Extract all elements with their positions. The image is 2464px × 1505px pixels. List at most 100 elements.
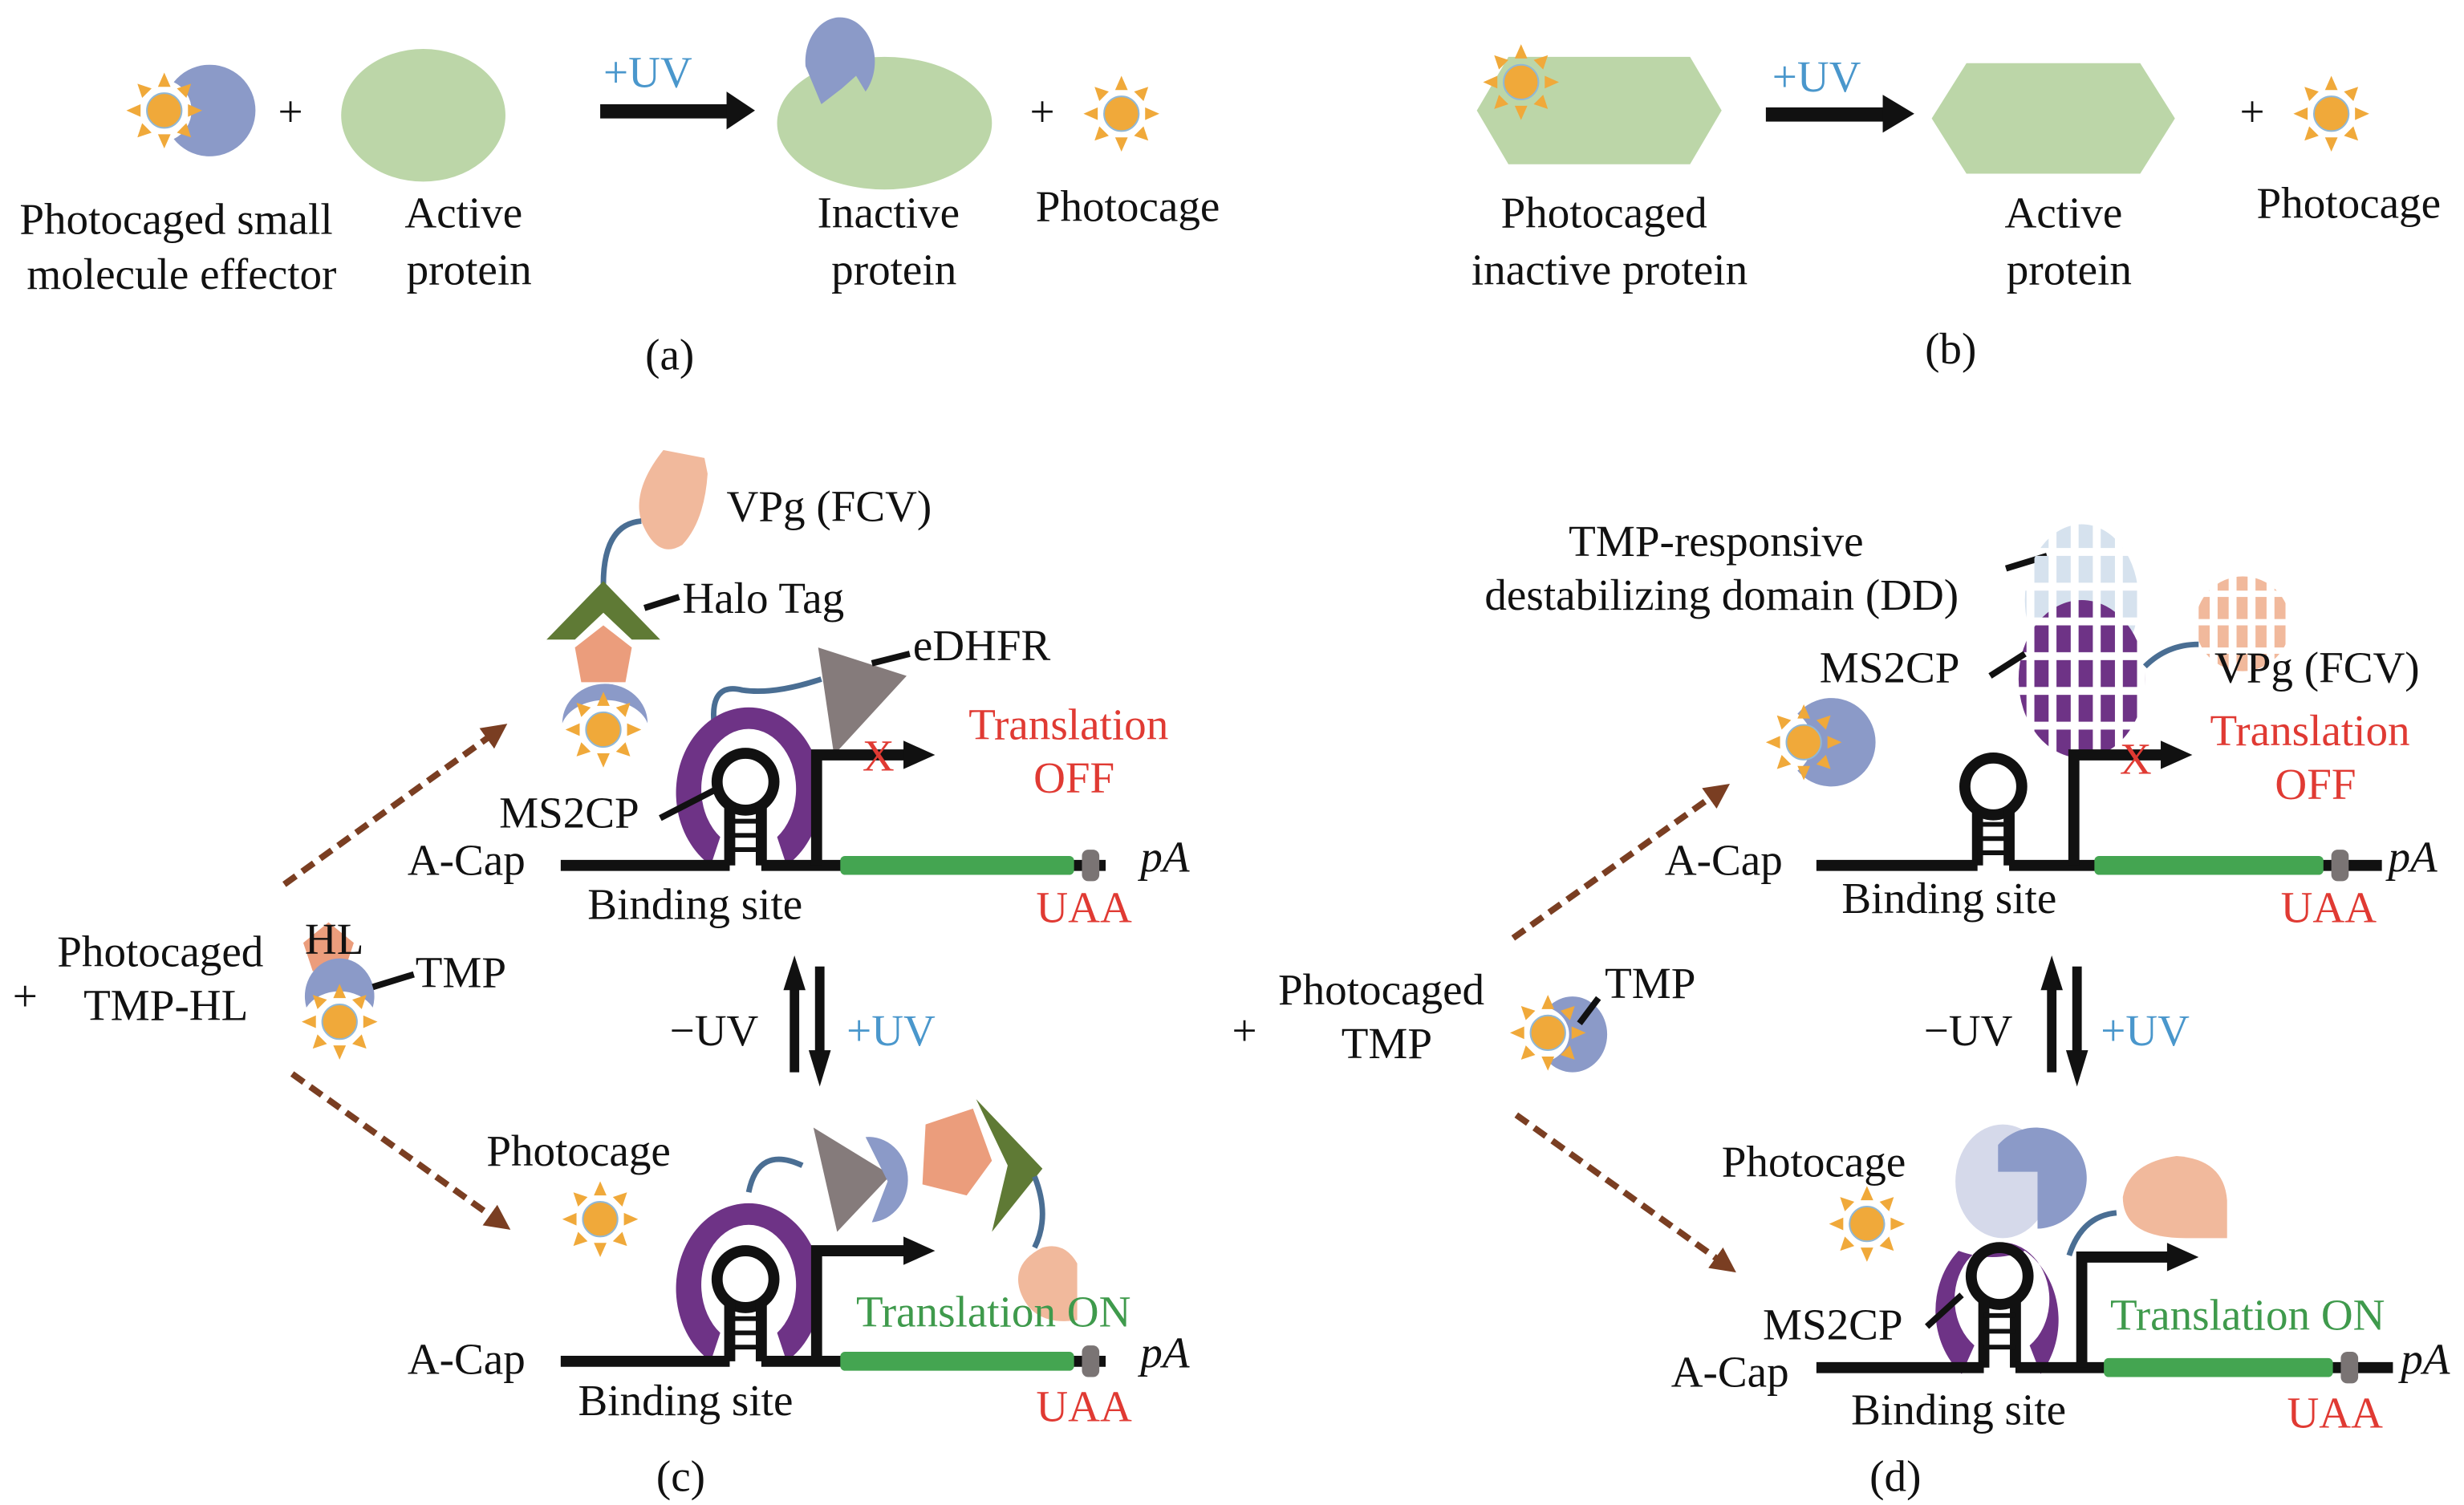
edhfr-triangle: [813, 1127, 891, 1232]
photocaged-effector-icon: [125, 64, 256, 156]
inactive-protein-label: Inactive protein: [818, 188, 971, 294]
leader-line: [643, 594, 680, 611]
pa-label: pA: [1137, 1329, 1190, 1377]
hl-pentagon: [574, 625, 632, 683]
acap-label: A-Cap: [1665, 836, 1783, 885]
hl-label: HL: [305, 915, 363, 963]
vpg-label: VPg (FCV): [2214, 643, 2420, 692]
active-protein-ellipse: [341, 49, 505, 182]
active-protein-label: Active protein: [404, 188, 534, 294]
equilibrium-arrows: [2040, 955, 2089, 1087]
ms2cp-ring: [1935, 1242, 2059, 1374]
orf-bar: [840, 1352, 1074, 1371]
sun-photocage-icon: [561, 1180, 639, 1258]
caged-protein-label: Photocaged inactive protein: [1471, 188, 1748, 294]
panel-b-caption: (b): [1925, 324, 1976, 373]
inactive-protein-ellipse: [777, 56, 993, 190]
stop-codon-bead: [1082, 1345, 1100, 1377]
panel-d: + Photocaged TMP TMP TMP-responsive dest…: [1232, 517, 2450, 1500]
sun-photocage-icon: [2292, 75, 2370, 152]
plus-sign: +: [13, 972, 38, 1020]
ms2cp-label: MS2CP: [499, 789, 639, 838]
ms2cp-ring: [676, 1203, 822, 1361]
panel-b: +UV + Photocaged inactive protein Active…: [1471, 43, 2442, 373]
leader-line: [871, 651, 911, 667]
vpg-shape: [1017, 1246, 1078, 1321]
binding-site-label: Binding site: [1851, 1385, 2066, 1434]
plus-uv-label: +UV: [846, 1006, 936, 1055]
linker: [600, 518, 642, 585]
sun-photocage-icon: [125, 71, 203, 150]
linker: [2142, 641, 2199, 669]
sun-photocage-icon: [1082, 75, 1160, 152]
plus-sign: +: [1232, 1006, 1257, 1055]
tmp-label: TMP: [1605, 959, 1695, 1008]
minus-uv-label: −UV: [670, 1006, 759, 1055]
stop-codon-bead: [2331, 850, 2349, 882]
active-protein-hexagon: [1931, 63, 2175, 174]
pa-label: pA: [1137, 833, 1190, 882]
halo-tag-shape: [546, 581, 660, 640]
vpg-shape: [639, 450, 708, 550]
translation-start-arrow: [810, 749, 908, 866]
uaa-label: UAA: [1036, 883, 1132, 932]
panel-c-caption: (c): [656, 1451, 705, 1500]
uaa-label: UAA: [1036, 1382, 1132, 1431]
vpg-shape: [2122, 1155, 2227, 1239]
ms2cp-ring: [676, 707, 822, 866]
halo-tag-label: Halo Tag: [682, 574, 844, 623]
translation-off-label: Translation OFF: [968, 700, 1179, 802]
linker: [745, 1156, 804, 1193]
photocage-label: Photocage: [1722, 1138, 1906, 1187]
equilibrium-arrows: [783, 955, 831, 1087]
photocaged-tmp-hl-label: Photocaged TMP-HL: [57, 927, 274, 1030]
translation-start-arrow: [2068, 749, 2167, 866]
linker: [711, 676, 822, 722]
photocaged-tmp-icon: [562, 684, 648, 769]
translation-on-label: Translation ON: [2110, 1290, 2385, 1339]
uv-condition-label: +UV: [1772, 52, 1861, 101]
bound-photocage-shape: [805, 17, 875, 104]
pa-label: pA: [2397, 1335, 2450, 1384]
arrowhead: [903, 740, 936, 769]
photocaged-tmp-icon: [301, 958, 379, 1061]
binding-site-label: Binding site: [1841, 874, 2056, 923]
effector-label: Photocaged small molecule effector: [19, 194, 343, 298]
acap-label: A-Cap: [408, 836, 526, 885]
arrowhead: [2166, 1243, 2199, 1272]
edhfr-triangle: [818, 647, 907, 755]
binding-site-label: Binding site: [578, 1376, 794, 1425]
photocage-label: Photocage: [2257, 179, 2442, 228]
edhfr-label: eDHFR: [913, 621, 1051, 670]
uv-condition-label: +UV: [603, 47, 692, 96]
panel-d-caption: (d): [1869, 1451, 1921, 1500]
arrowhead: [2161, 740, 2193, 769]
panel-a: + +UV + Photocaged small molecule effect…: [19, 17, 1220, 379]
binding-site-label: Binding site: [587, 880, 802, 929]
hl-pentagon: [922, 1108, 993, 1196]
acap-label: A-Cap: [408, 1335, 526, 1384]
stop-codon-bead: [1082, 850, 1100, 882]
leader-line: [371, 971, 415, 991]
vpg-label: VPg (FCV): [727, 482, 932, 531]
halo-tag-shape: [976, 1099, 1043, 1232]
leader-line: [1925, 1292, 1964, 1329]
translation-start-arrow: [810, 1245, 908, 1361]
active-protein-label: Active protein: [2005, 188, 2134, 294]
dd-label: TMP-responsive destabilizing domain (DD): [1484, 517, 1959, 619]
dashed-arrow-down: [290, 1071, 511, 1230]
leader-line: [1988, 651, 2027, 679]
blocked-x-mark: X: [2120, 735, 2152, 784]
photocaged-tmp-icon: [1764, 698, 1876, 787]
reaction-arrow: [600, 91, 755, 130]
photocage-label: Photocage: [1036, 182, 1220, 231]
reaction-arrow: [1765, 95, 1914, 133]
leader-line: [659, 786, 717, 821]
translation-off-label: Translation OFF: [2210, 706, 2421, 809]
blocked-x-mark: X: [863, 732, 895, 781]
orf-bar: [840, 855, 1074, 875]
translation-start-arrow: [2076, 1251, 2174, 1368]
photocaged-tmp-label: Photocaged TMP: [1278, 965, 1496, 1068]
pa-label: pA: [2385, 833, 2438, 882]
